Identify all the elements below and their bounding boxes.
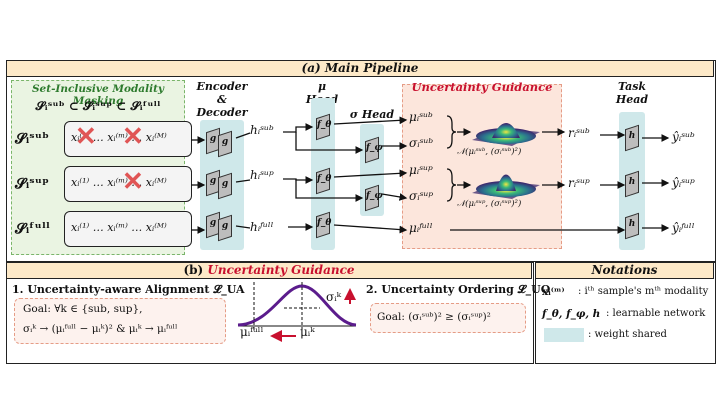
weight-shared-swatch [544, 328, 584, 342]
uncertainty-guidance-label: Uncertainty Guidance [411, 80, 553, 94]
set-label-sub: 𝓢ᵢˢᵘᵇ [15, 131, 49, 147]
h-label-full: hᵢᶠᵘˡˡ [250, 220, 274, 234]
task-head-label: Task Head [615, 80, 649, 106]
modality-list: xᵢ⁽¹⁾ … xᵢ⁽ᵐ⁾ … xᵢ⁽ᴹ⁾ [71, 176, 167, 189]
notation-symbol: xᵢ⁽ᵐ⁾ [542, 286, 565, 298]
alignment-curve [237, 282, 357, 342]
sigma-head-label: σ Head [349, 108, 395, 121]
modality-row-full: xᵢ⁽¹⁾ … xᵢ⁽ᵐ⁾ … xᵢ⁽ᴹ⁾ [64, 211, 192, 247]
output-sup: ŷᵢˢᵘᵖ [672, 176, 695, 190]
set-label-full: 𝓢ᵢᶠᵘˡˡ [15, 221, 51, 237]
uncertainty-guidance-title: (b) Uncertainty Guidance [6, 262, 532, 279]
output-sub: ŷᵢˢᵘᵇ [672, 130, 695, 144]
ordering-title: 2. Uncertainty Ordering 𝓛_UO [366, 283, 551, 296]
notations-title: Notations [535, 262, 714, 279]
curve-mu-k: μᵢᵏ [300, 325, 315, 339]
mu-sub: μᵢˢᵘᵇ [409, 110, 433, 124]
encoder-label: Encoder& Decoder [196, 80, 248, 119]
uncertainty-guidance-panel [402, 84, 562, 249]
modality-list: xᵢ⁽¹⁾ … xᵢ⁽ᵐ⁾ … xᵢ⁽ᴹ⁾ [71, 221, 167, 234]
output-full: ŷᵢᶠᵘˡˡ [672, 221, 695, 235]
dist-sup: 𝒩(μᵢˢᵘᵖ, (σᵢˢᵘᵖ)²) [457, 199, 522, 209]
ordering-goal: Goal: (σᵢˢᵘᵇ)² ≥ (σᵢˢᵘᵖ)² [377, 311, 491, 323]
mask-x-icon: ✕ [75, 122, 97, 152]
dist-sub: 𝒩(μᵢˢᵘᵇ, (σᵢˢᵘᵇ)²) [457, 147, 522, 157]
r-label-sup: rᵢˢᵘᵖ [568, 176, 590, 190]
set-relation: 𝓢ᵢˢᵘᵇ ⊂ 𝓢ᵢˢᵘᵖ ⊂ 𝓢ᵢᶠᵘˡˡ [35, 99, 161, 113]
mask-x-icon: ✕ [122, 122, 144, 152]
mu-sup: μᵢˢᵘᵖ [409, 163, 433, 177]
ordering-goal-box: Goal: (σᵢˢᵘᵇ)² ≥ (σᵢˢᵘᵖ)² [370, 303, 526, 333]
notation-text: : iᵗʰ sample's mᵗʰ modality [578, 286, 709, 297]
modality-list: xᵢ⁽¹⁾ … xᵢ⁽ᵐ⁾ … xᵢ⁽ᴹ⁾ [71, 131, 167, 144]
sigma-sub: σᵢˢᵘᵇ [409, 136, 434, 150]
notation-text: : weight shared [588, 329, 667, 340]
mask-x-icon: ✕ [122, 167, 144, 197]
curve-mu-full: μᵢᶠᵘˡˡ [240, 325, 264, 339]
alignment-goal-box: Goal: ∀k ∈ {sub, sup}, σᵢᵏ → (μᵢᶠᵘˡˡ − μ… [14, 298, 226, 344]
modality-row-sub: xᵢ⁽¹⁾ … xᵢ⁽ᵐ⁾ … xᵢ⁽ᴹ⁾ ✕ ✕ [64, 121, 192, 157]
goal-line-2: σᵢᵏ → (μᵢᶠᵘˡˡ − μᵢᵏ)² & μᵢᵏ → μᵢᶠᵘˡˡ [23, 323, 178, 335]
main-pipeline-title: (a) Main Pipeline [6, 60, 714, 77]
alignment-title: 1. Uncertainty-aware Alignment 𝓛_UA [12, 283, 245, 296]
notation-text: : learnable network [606, 308, 706, 319]
gaussian-surface-sup [472, 174, 540, 199]
r-label-sub: rᵢˢᵘᵇ [568, 126, 590, 140]
mu-full: μᵢᶠᵘˡˡ [409, 221, 433, 235]
modality-row-sup: xᵢ⁽¹⁾ … xᵢ⁽ᵐ⁾ … xᵢ⁽ᴹ⁾ ✕ [64, 166, 192, 202]
masking-title: Set-Inclusive Modality Masking [31, 83, 165, 107]
h-label-sub: hᵢˢᵘᵇ [250, 123, 274, 137]
modality-masking-panel: Set-Inclusive Modality Masking 𝓢ᵢˢᵘᵇ ⊂ 𝓢… [11, 80, 192, 255]
gaussian-surface-sub [472, 123, 540, 146]
h-label-sup: hᵢˢᵘᵖ [250, 168, 274, 182]
curve-sigma-k: σᵢᵏ [326, 290, 341, 304]
notation-symbol: f_θ, f_φ, h [542, 308, 601, 320]
set-label-sup: 𝓢ᵢˢᵘᵖ [15, 176, 49, 192]
goal-line-1: Goal: ∀k ∈ {sub, sup}, [23, 303, 143, 315]
sigma-sup: σᵢˢᵘᵖ [409, 189, 434, 203]
